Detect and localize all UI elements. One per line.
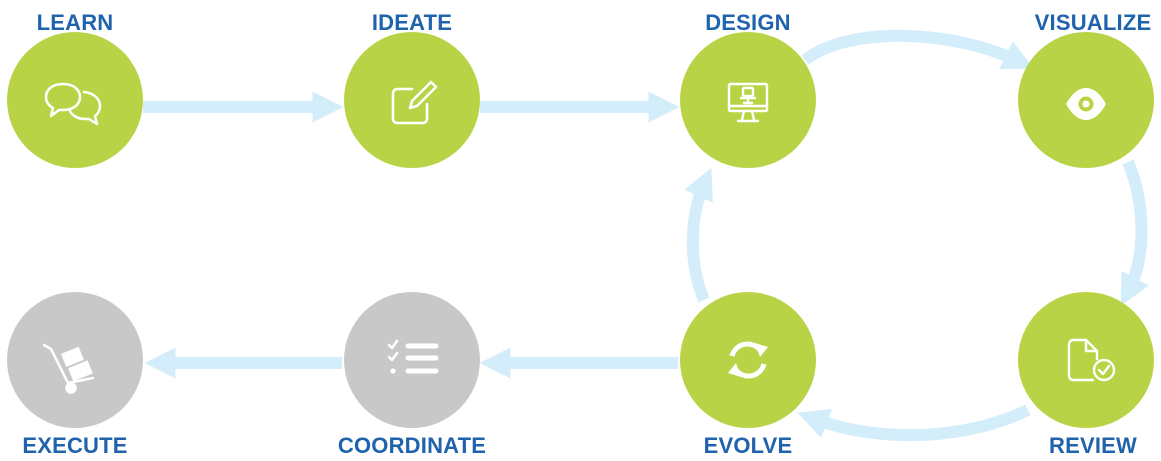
step-label-learn: LEARN (36, 10, 114, 35)
step-circle-review (1018, 292, 1154, 428)
arrow-review-to-evolve (797, 404, 1031, 442)
step-label-execute: EXECUTE (22, 433, 128, 458)
monitor-chair-icon (727, 82, 769, 123)
arrow-visualize-to-review (1120, 159, 1150, 306)
step-label-visualize: VISUALIZE (1034, 10, 1152, 35)
checklist-icon (387, 339, 439, 374)
hand-truck-icon (42, 343, 95, 394)
chat-bubbles-icon (44, 82, 102, 126)
step-label-coordinate: COORDINATE (337, 433, 487, 458)
step-label-ideate: IDEATE (371, 10, 453, 35)
step-label-design: DESIGN (705, 10, 791, 35)
step-circle-evolve (680, 292, 816, 428)
arrow-evolve-to-design (684, 167, 713, 303)
step-circle-learn (7, 32, 143, 168)
refresh-cycle-icon (728, 341, 768, 379)
arrow-design-to-visualize (801, 29, 1034, 70)
document-check-icon (1067, 338, 1116, 382)
eye-icon (1066, 88, 1106, 120)
step-label-evolve: EVOLVE (703, 433, 793, 458)
step-label-review: REVIEW (1049, 433, 1137, 458)
edit-pencil-icon (391, 80, 438, 125)
